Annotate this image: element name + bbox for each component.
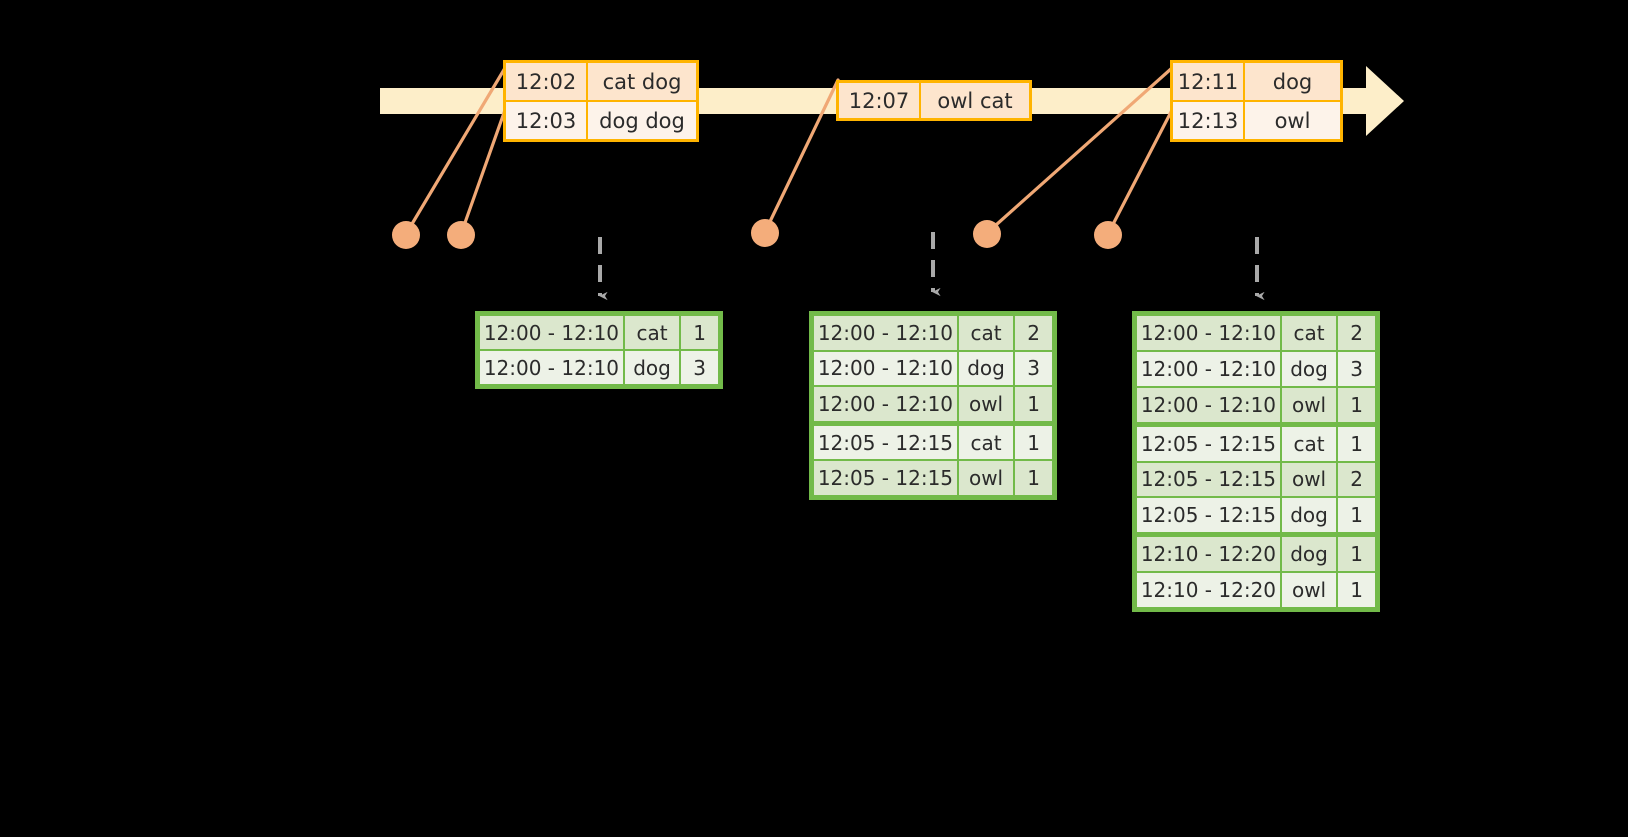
result-table-1[interactable]: 12:00 - 12:10 cat 1 12:00 - 12:10 dog 3 — [475, 311, 723, 389]
event-group-2[interactable]: 12:07 owl cat — [836, 80, 1032, 121]
table-row[interactable]: 12:05 - 12:15 owl 1 — [813, 460, 1053, 496]
table-row[interactable]: 12:00 - 12:10 dog 3 — [479, 350, 719, 385]
result-table-3[interactable]: 12:00 - 12:10 cat 2 12:00 - 12:10 dog 3 … — [1132, 311, 1380, 612]
table-row[interactable]: 12:05 - 12:15 cat 1 — [1136, 422, 1376, 462]
window-cell: 12:10 - 12:20 — [1137, 573, 1280, 607]
word-cell: dog — [1281, 498, 1337, 533]
count-cell: 2 — [1015, 316, 1053, 350]
count-cell: 1 — [1338, 537, 1376, 572]
table-row[interactable]: 12:00 - 12:10 owl 1 — [1136, 387, 1376, 423]
window-cell: 12:00 - 12:10 — [814, 316, 957, 350]
table-row[interactable]: 12:00 - 12:10 owl 1 — [813, 386, 1053, 422]
connector-line-1 — [404, 66, 507, 236]
window-cell: 12:00 - 12:10 — [480, 351, 623, 384]
table-row[interactable]: 12:05 - 12:15 dog 1 — [1136, 497, 1376, 533]
window-cell: 12:00 - 12:10 — [1137, 316, 1280, 350]
window-cell: 12:00 - 12:10 — [480, 316, 623, 349]
event-group-3[interactable]: 12:11 dog 12:13 owl — [1170, 60, 1343, 142]
table-row[interactable]: 12:00 - 12:10 dog 3 — [1136, 351, 1376, 387]
table-row[interactable]: 12:10 - 12:20 owl 1 — [1136, 572, 1376, 608]
connector-line-3 — [763, 78, 840, 234]
window-cell: 12:05 - 12:15 — [1137, 498, 1280, 533]
connector-line-5 — [1106, 108, 1174, 236]
window-cell: 12:00 - 12:10 — [1137, 387, 1280, 422]
table-row[interactable]: 12:05 - 12:15 owl 2 — [1136, 462, 1376, 498]
word-cell: cat — [624, 316, 680, 349]
event-dot-4 — [973, 220, 1001, 248]
word-cell: dog — [1281, 351, 1337, 386]
event-words: owl cat — [921, 83, 1029, 118]
event-dot-3 — [751, 219, 779, 247]
window-cell: 12:05 - 12:15 — [814, 461, 957, 495]
event-row[interactable]: 12:11 dog — [1173, 63, 1340, 100]
count-cell: 1 — [1015, 461, 1053, 495]
table-row[interactable]: 12:00 - 12:10 cat 2 — [1136, 315, 1376, 351]
event-row[interactable]: 12:07 owl cat — [839, 83, 1029, 118]
event-words: dog dog — [588, 102, 696, 139]
window-cell: 12:00 - 12:10 — [814, 387, 957, 421]
event-words: dog — [1245, 63, 1340, 100]
count-cell: 1 — [1015, 387, 1053, 421]
window-cell: 12:00 - 12:10 — [1137, 351, 1280, 386]
event-time: 12:03 — [506, 102, 588, 139]
table-row[interactable]: 12:10 - 12:20 dog 1 — [1136, 533, 1376, 572]
count-cell: 1 — [1338, 573, 1376, 607]
event-row[interactable]: 12:02 cat dog — [506, 63, 696, 100]
event-time: 12:11 — [1173, 63, 1245, 100]
event-words: owl — [1245, 102, 1340, 139]
word-cell: cat — [1281, 316, 1337, 350]
count-cell: 3 — [1338, 351, 1376, 386]
table-row[interactable]: 12:05 - 12:15 cat 1 — [813, 421, 1053, 461]
event-group-1[interactable]: 12:02 cat dog 12:03 dog dog — [503, 60, 699, 142]
table-row[interactable]: 12:00 - 12:10 cat 2 — [813, 315, 1053, 351]
event-time: 12:13 — [1173, 102, 1245, 139]
count-cell: 1 — [1338, 387, 1376, 422]
word-cell: cat — [958, 316, 1014, 350]
word-cell: owl — [1281, 573, 1337, 607]
word-cell: cat — [1281, 426, 1337, 461]
count-cell: 3 — [1015, 351, 1053, 386]
event-row[interactable]: 12:13 owl — [1173, 100, 1340, 139]
event-dot-5 — [1094, 221, 1122, 249]
event-dot-1 — [392, 221, 420, 249]
word-cell: owl — [1281, 462, 1337, 497]
word-cell: dog — [1281, 537, 1337, 572]
table-row[interactable]: 12:00 - 12:10 cat 1 — [479, 315, 719, 350]
count-cell: 1 — [1338, 426, 1376, 461]
word-cell: dog — [958, 351, 1014, 386]
count-cell: 3 — [681, 351, 719, 384]
count-cell: 1 — [1015, 425, 1053, 460]
window-cell: 12:05 - 12:15 — [1137, 426, 1280, 461]
word-cell: owl — [958, 387, 1014, 421]
word-cell: owl — [1281, 387, 1337, 422]
table-row[interactable]: 12:00 - 12:10 dog 3 — [813, 351, 1053, 387]
window-cell: 12:05 - 12:15 — [1137, 462, 1280, 497]
event-time: 12:02 — [506, 63, 588, 100]
word-cell: owl — [958, 461, 1014, 495]
count-cell: 1 — [1338, 498, 1376, 533]
count-cell: 2 — [1338, 462, 1376, 497]
count-cell: 2 — [1338, 316, 1376, 350]
event-time: 12:07 — [839, 83, 921, 118]
word-cell: dog — [624, 351, 680, 384]
window-cell: 12:00 - 12:10 — [814, 351, 957, 386]
window-cell: 12:10 - 12:20 — [1137, 537, 1280, 572]
event-dot-2 — [447, 221, 475, 249]
window-cell: 12:05 - 12:15 — [814, 425, 957, 460]
event-words: cat dog — [588, 63, 696, 100]
result-table-2[interactable]: 12:00 - 12:10 cat 2 12:00 - 12:10 dog 3 … — [809, 311, 1057, 500]
event-row[interactable]: 12:03 dog dog — [506, 100, 696, 139]
connector-line-2 — [459, 108, 507, 236]
word-cell: cat — [958, 425, 1014, 460]
count-cell: 1 — [681, 316, 719, 349]
